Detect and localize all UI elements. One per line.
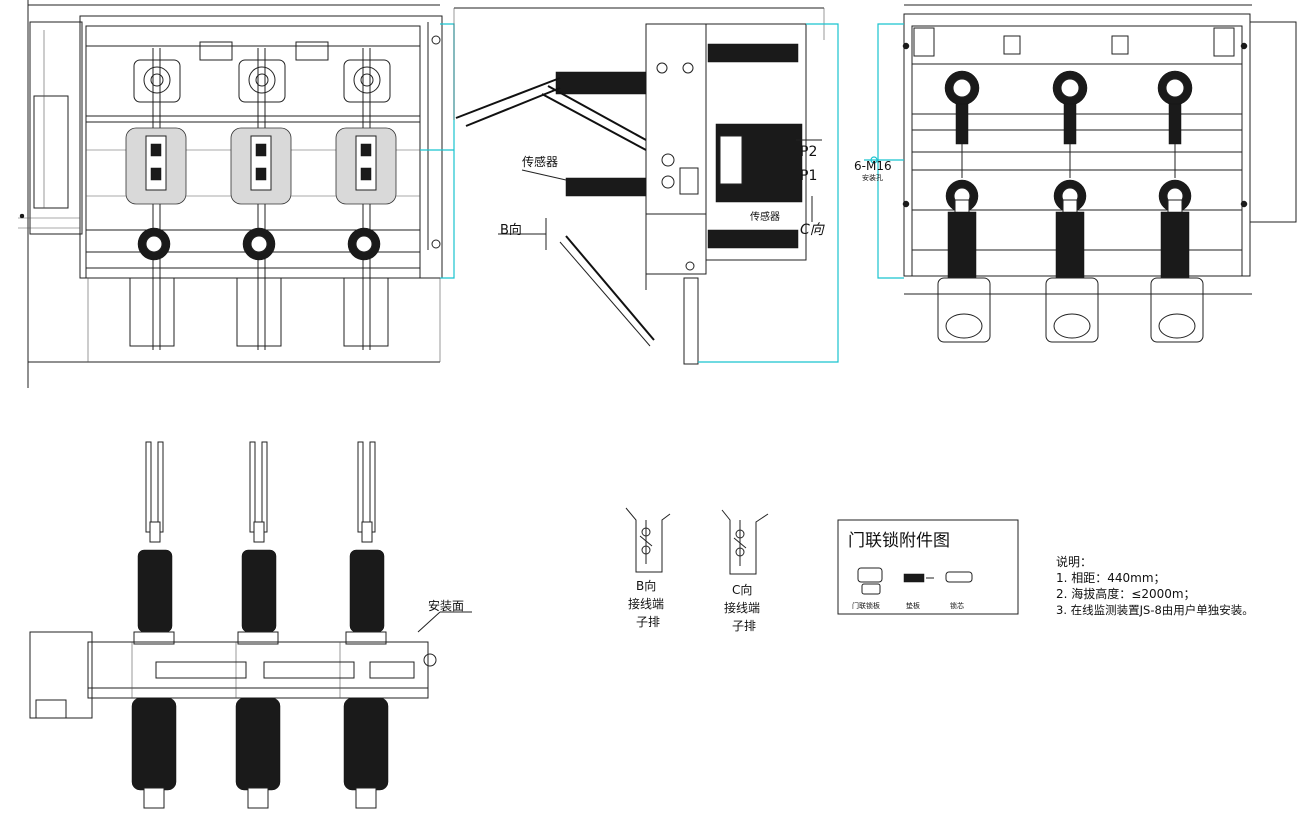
rear-pole-c — [1150, 70, 1204, 343]
p1-label: P1 — [800, 168, 817, 184]
door-lock-item-core: 锁芯 — [950, 601, 964, 610]
notes-heading: 说明： — [1056, 554, 1092, 569]
rear-pole-b — [1045, 70, 1099, 343]
front-pole-a — [125, 48, 187, 350]
plan-pole-b — [235, 441, 281, 809]
door-lock-panel — [837, 519, 1019, 615]
terminal-sketch-b — [625, 507, 671, 573]
sensor-label-left: 传感器 — [522, 154, 558, 169]
plan-pole-c — [343, 441, 389, 809]
terminal-c-line1: C向 — [732, 582, 752, 597]
front-pole-c — [335, 48, 397, 350]
terminal-c-line2: 接线端 — [724, 600, 760, 615]
terminal-b-line2: 接线端 — [628, 596, 664, 611]
direction-b-label: B向 — [500, 222, 522, 238]
p2-label: P2 — [800, 144, 817, 160]
front-pole-b — [230, 48, 292, 350]
door-lock-title: 门联锁附件图 — [848, 531, 950, 551]
mount-holes-label: 6-M16 — [854, 159, 892, 173]
door-lock-item-pad: 垫板 — [906, 601, 920, 610]
note-line-3: 3. 在线监测装置JS-8由用户单独安装。 — [1056, 603, 1254, 617]
front-view — [18, 0, 455, 388]
terminal-sketch-c — [721, 509, 769, 575]
sensor-label-right: 传感器 — [750, 210, 780, 223]
rear-view — [864, 4, 1297, 343]
terminal-b-line1: B向 — [636, 578, 656, 593]
terminal-b-line3: 子排 — [636, 615, 660, 629]
rear-pole-a — [937, 70, 991, 343]
plan-pole-a — [131, 441, 177, 809]
door-lock-item-plate: 门联锁板 — [852, 601, 880, 610]
note-line-2: 2. 海拔高度：≤2000m； — [1056, 586, 1196, 601]
terminal-c-line3: 子排 — [732, 619, 756, 633]
install-face-label: 安装面 — [428, 598, 464, 613]
plan-view — [29, 441, 472, 809]
direction-c-label: C向 — [800, 222, 826, 238]
side-view — [453, 7, 839, 365]
note-line-1: 1. 相距：440mm； — [1056, 571, 1166, 585]
mount-holes-sublabel: 安装孔 — [862, 173, 883, 182]
